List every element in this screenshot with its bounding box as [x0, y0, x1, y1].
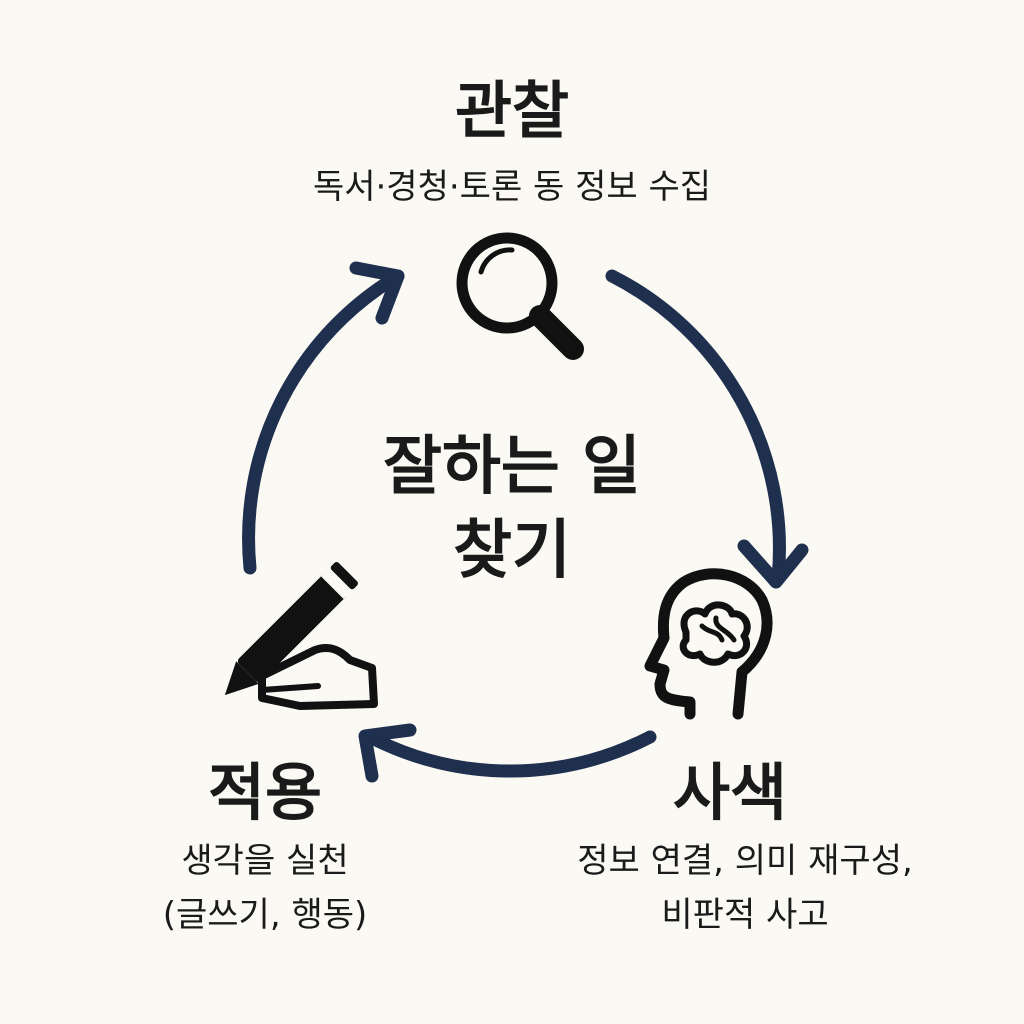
center-title-line2: 찾기 — [453, 514, 571, 588]
arrow-observe-to-reflect — [605, 269, 809, 589]
hand-pen-icon — [224, 562, 378, 710]
apply-title: 적용 — [207, 756, 323, 829]
center-title-line1: 잘하는 일 — [383, 430, 641, 504]
reflect-title: 사색 — [672, 756, 788, 829]
apply-description-line1: 생각을 실천 — [181, 841, 349, 881]
center-title: 잘하는 일 찾기 — [312, 425, 712, 593]
reflect-description-line1: 정보 연결, 의미 재구성, — [577, 841, 913, 881]
observe-description: 독서·경청·토론 동 정보 수집 — [312, 167, 712, 207]
arrow-apply-to-observe — [242, 261, 405, 575]
apply-description-line2: (글쓰기, 행동) — [162, 895, 368, 935]
magnifier-icon — [456, 232, 584, 360]
observe-title: 관찰 — [454, 74, 570, 147]
head-brain-icon — [644, 568, 773, 720]
reflect-description-line2: 비판적 사고 — [661, 895, 829, 935]
arrow-reflect-to-apply — [358, 723, 657, 783]
